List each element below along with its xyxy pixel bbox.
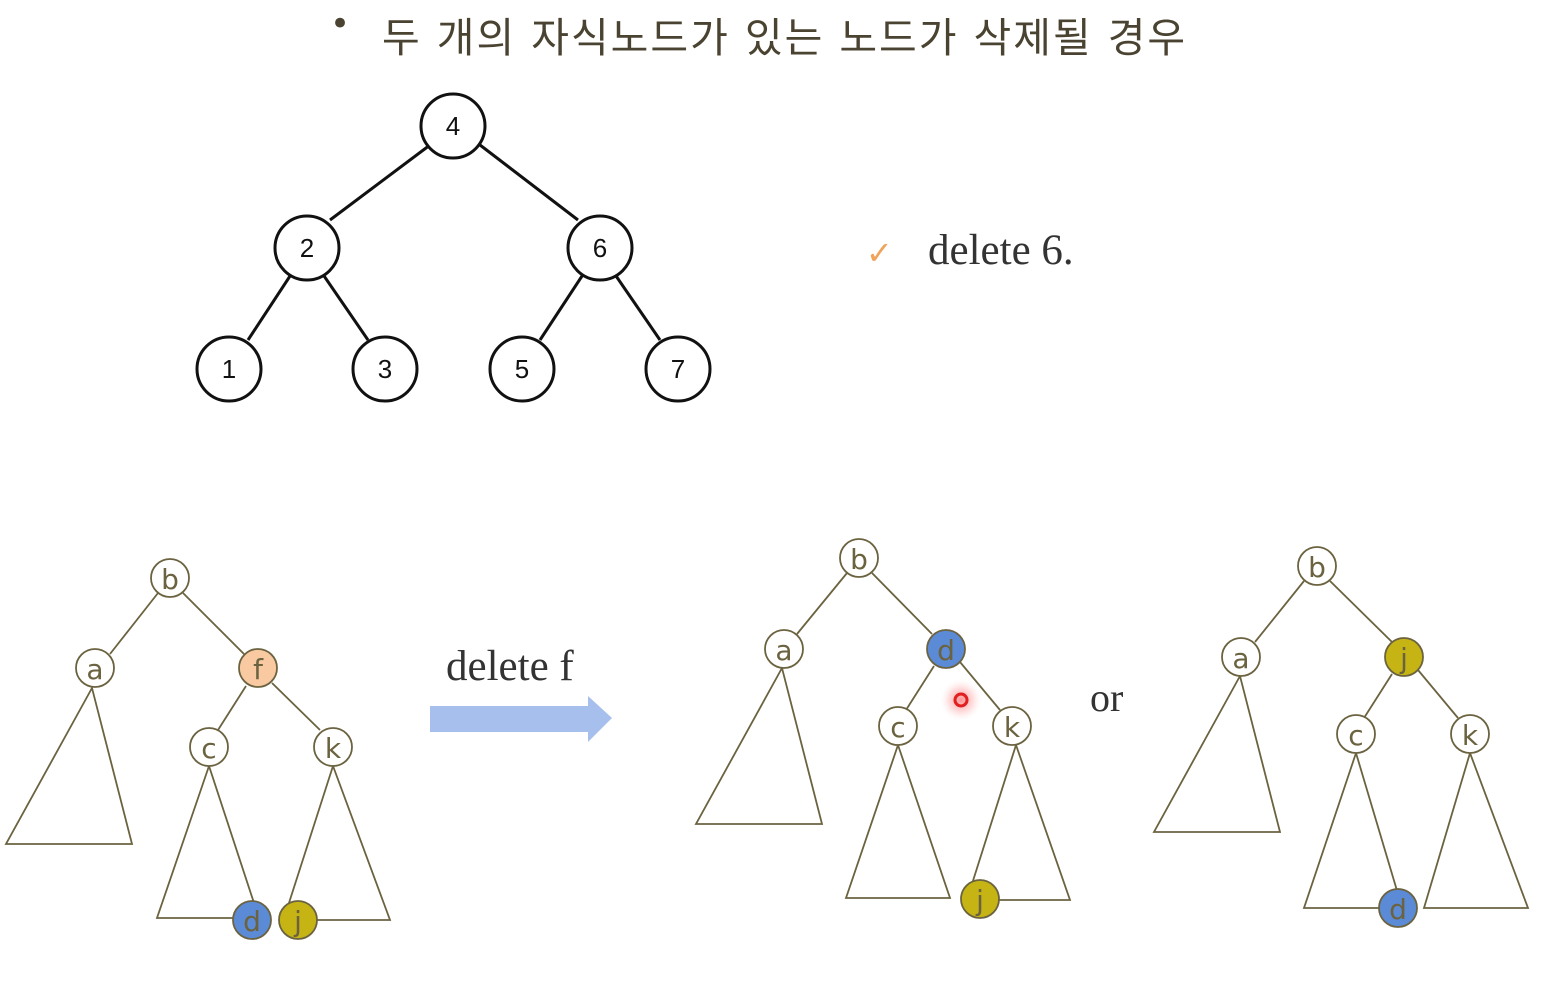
label-k-before: k	[325, 732, 342, 765]
node-k-before	[313, 727, 353, 767]
label-a-after-1: a	[775, 634, 792, 667]
node-c-after-2	[1336, 714, 1376, 754]
edge-b-a	[109, 592, 159, 655]
bst-label-1: 1	[222, 354, 236, 384]
edge-b-d-1	[871, 572, 933, 635]
node-d-after-2	[1378, 888, 1418, 928]
bst-label-6: 6	[593, 233, 607, 263]
bst-node-5	[488, 335, 556, 403]
subtree-triangle-c-2	[1302, 750, 1400, 909]
node-a-after-1	[764, 629, 804, 669]
edge-f-k	[271, 682, 321, 731]
label-c-after-1: c	[890, 711, 905, 744]
label-j-after-2: j	[1399, 642, 1408, 675]
edge-f-c	[217, 685, 247, 731]
edge-2-3	[320, 272, 370, 341]
label-c-before: c	[201, 732, 216, 765]
node-d-before	[232, 900, 272, 940]
edge-6-5	[538, 272, 586, 341]
bst-label-7: 7	[671, 354, 685, 384]
bst-label-5: 5	[515, 354, 529, 384]
edge-6-7	[612, 272, 662, 341]
node-f-before	[238, 648, 278, 688]
node-k-after-1	[992, 706, 1032, 746]
edge-j-c-2	[1363, 673, 1393, 719]
tree-after-2	[1152, 546, 1530, 928]
bst-label-2: 2	[300, 233, 314, 263]
node-b-after-1	[839, 538, 879, 578]
subtree-triangle-c	[155, 763, 256, 919]
label-f-before: f	[253, 653, 264, 686]
bst-label-3: 3	[378, 354, 392, 384]
delete-note: delete 6.	[928, 227, 1074, 274]
edge-b-a-1	[796, 572, 848, 635]
subtree-triangle-k	[286, 763, 392, 921]
bst-node-3	[351, 335, 419, 403]
subtree-triangle-a-2	[1152, 673, 1282, 833]
edge-d-k-1	[959, 661, 1001, 711]
slide-title: • 두 개의 자식노드가 있는 노드가 삭제될 경우	[0, 0, 1566, 62]
node-j-before	[278, 900, 318, 940]
edge-b-j-2	[1329, 580, 1393, 643]
edge-d-c-1	[905, 665, 935, 711]
title-bullet: •	[330, 4, 351, 44]
bst-node-7	[644, 335, 712, 403]
node-a-before	[75, 648, 115, 688]
tree-after-1	[694, 538, 1072, 919]
label-d-after-2: d	[1389, 893, 1407, 926]
bst-tree: 4 2 6 1 3 5 7	[195, 92, 712, 403]
node-b-after-2	[1297, 546, 1337, 586]
label-j-after-1: j	[975, 884, 984, 917]
label-d-after-1: d	[937, 634, 955, 667]
label-a-after-2: a	[1232, 642, 1249, 675]
subtree-triangle-a-1	[694, 665, 824, 825]
title-text: 두 개의 자식노드가 있는 노드가 삭제될 경우	[382, 14, 1188, 62]
label-c-after-2: c	[1348, 719, 1363, 752]
node-c-after-1	[878, 706, 918, 746]
subtree-triangle-a	[4, 685, 134, 845]
bst-node-1	[195, 335, 263, 403]
label-k-after-2: k	[1462, 719, 1479, 752]
label-j-before: j	[293, 905, 302, 938]
arrow-right-icon	[430, 696, 612, 742]
label-d-before: d	[243, 905, 261, 938]
node-a-after-2	[1221, 637, 1261, 677]
or-label: or	[1090, 675, 1124, 720]
node-j-after-2	[1384, 637, 1424, 677]
check-icon: ✓	[866, 234, 893, 272]
node-d-after-1	[926, 629, 966, 669]
edge-4-2	[329, 143, 431, 222]
bst-node-6	[566, 214, 634, 282]
node-c-before	[189, 727, 229, 767]
edge-2-1	[246, 272, 294, 341]
node-k-after-2	[1450, 714, 1490, 754]
subtree-triangle-k-2	[1422, 750, 1530, 909]
bst-node-4	[419, 92, 487, 160]
bst-node-2	[273, 214, 341, 282]
pointer-cursor-icon	[939, 678, 983, 722]
edge-4-6	[479, 143, 579, 222]
subtree-triangle-c-1	[844, 742, 952, 899]
bst-label-4: 4	[446, 111, 460, 141]
node-b-before	[150, 558, 190, 598]
subtree-triangle-k-1	[970, 742, 1072, 901]
edge-j-k-2	[1417, 669, 1459, 719]
label-b-after-2: b	[1308, 551, 1326, 584]
label-b-after-1: b	[850, 543, 868, 576]
edge-b-a-2	[1254, 580, 1305, 643]
label-k-after-1: k	[1004, 711, 1021, 744]
tree-before	[4, 558, 392, 940]
node-j-after-1	[960, 879, 1000, 919]
operation-label: delete f	[446, 643, 574, 690]
edge-b-f	[182, 592, 245, 655]
label-b-before: b	[161, 563, 179, 596]
label-a-before: a	[86, 653, 103, 686]
